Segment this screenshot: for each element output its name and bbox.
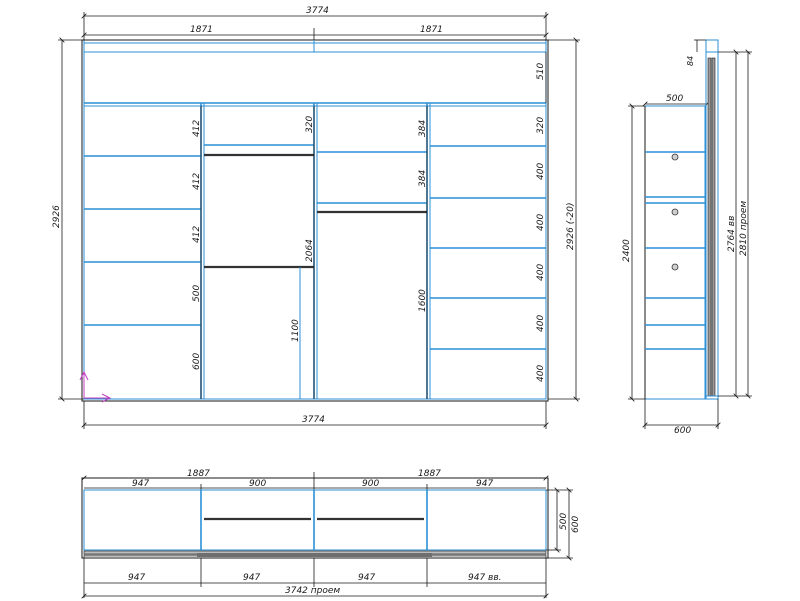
s1-shelf-2: 412 — [192, 173, 202, 190]
front-half-width-right: 1871 — [420, 25, 443, 35]
plan-section-2: 900 — [249, 479, 266, 489]
s2-rod-height: 1100 — [291, 319, 301, 342]
side-height-inner: 2764 вв — [727, 216, 737, 252]
plan-depth-inner: 500 — [559, 513, 569, 530]
s4-shelf-4: 400 — [536, 264, 546, 281]
plan-view: 1887 1887 947 900 900 947 500 600 — [81, 469, 581, 598]
side-view: 500 84 2400 2764 в — [622, 39, 752, 436]
s1-shelf-5: 600 — [192, 353, 202, 370]
plan-depth-outer: 600 — [571, 516, 581, 533]
front-overall-width-bottom: 3774 — [302, 415, 325, 425]
plan-opening: 3742 проем — [285, 586, 340, 596]
plan-section-1: 947 — [132, 479, 149, 489]
mezzanine-height: 510 — [536, 63, 546, 80]
s4-shelf-5: 400 — [536, 315, 546, 332]
front-height-left: 2926 — [52, 205, 62, 228]
s4-shelf-2: 400 — [536, 163, 546, 180]
s1-shelf-1: 412 — [192, 120, 202, 137]
plan-door-4: 947 вв. — [468, 573, 502, 583]
side-interior-height: 2400 — [622, 239, 632, 262]
front-view: 3774 1871 1871 — [52, 6, 580, 429]
plan-half-left: 1887 — [187, 469, 210, 479]
plan-section-3: 900 — [362, 479, 379, 489]
side-height-opening: 2810 проем — [739, 201, 749, 256]
plan-half-right: 1887 — [418, 469, 441, 479]
side-top-gap: 84 — [686, 56, 695, 66]
plan-door-3: 947 — [358, 573, 375, 583]
plan-door-1: 947 — [128, 573, 145, 583]
front-half-width-left: 1871 — [190, 25, 213, 35]
s4-shelf-3: 400 — [536, 214, 546, 231]
s2-shelf: 320 — [305, 116, 315, 133]
s3-rod-height: 1600 — [418, 289, 428, 312]
s3-shelf-2: 384 — [418, 170, 428, 187]
front-overall-width-top: 3774 — [306, 6, 329, 16]
side-depth: 500 — [666, 94, 683, 104]
s4-shelf-6: 400 — [536, 365, 546, 382]
s1-shelf-4: 500 — [192, 285, 202, 302]
ucs-axis-icon — [79, 370, 112, 403]
s1-shelf-3: 412 — [192, 226, 202, 243]
s3-shelf-1: 384 — [418, 120, 428, 137]
side-total-depth: 600 — [674, 426, 691, 436]
plan-section-4: 947 — [476, 479, 493, 489]
plan-door-2: 947 — [243, 573, 260, 583]
s4-shelf-1: 320 — [536, 117, 546, 134]
s2-height: 2064 — [305, 239, 315, 262]
front-height-right: 2926 (-20) — [566, 203, 576, 251]
